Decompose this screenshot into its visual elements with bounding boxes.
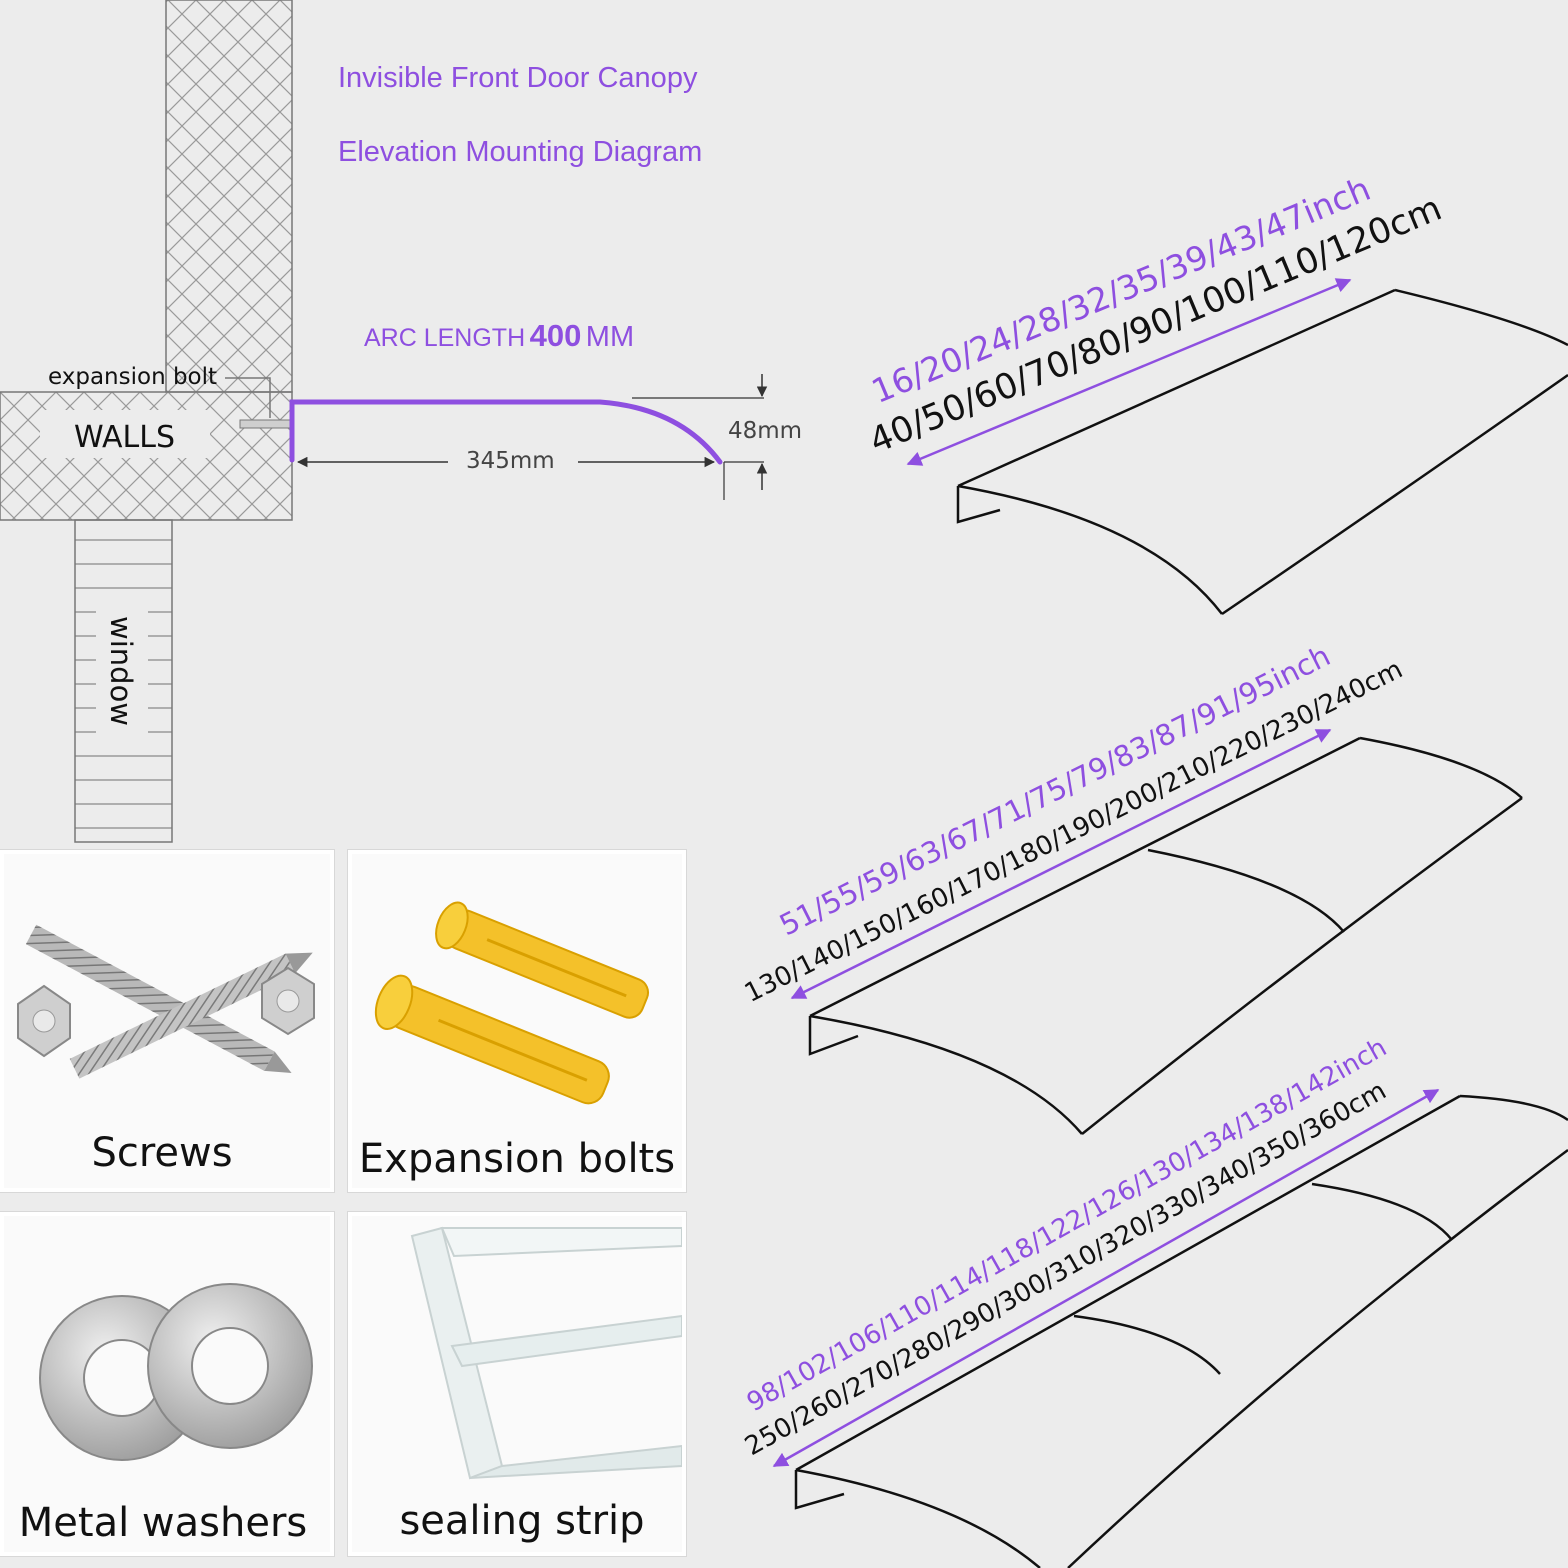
- expansion-bolts-label: Expansion bolts: [358, 1136, 676, 1182]
- title-line-2: Elevation Mounting Diagram: [338, 136, 703, 168]
- screws-panel: Screws: [0, 850, 334, 1192]
- bolt-icon: [239, 419, 293, 429]
- canopy-profile: [289, 399, 723, 465]
- sealing-strip-panel: sealing strip: [348, 1212, 686, 1556]
- expansion-bolt-icon: [374, 901, 650, 1105]
- sealing-strip-icon: [410, 1226, 682, 1480]
- screws-icon: [17, 924, 315, 1079]
- walls-label: WALLS: [74, 420, 176, 455]
- washer-icon: [39, 1283, 313, 1461]
- washers-panel: Metal washers: [0, 1212, 334, 1556]
- bolt-leader: [225, 377, 271, 418]
- expansion-bolt-label: expansion bolt: [48, 364, 218, 390]
- canopy-1-arrow: [906, 278, 1352, 466]
- screws-label: Screws: [91, 1130, 233, 1176]
- arc-length-label: ARC LENGTH 400 MM: [364, 318, 635, 353]
- canopy-2-arrow: [790, 728, 1332, 1000]
- expansion-bolts-panel: Expansion bolts: [348, 850, 686, 1192]
- window-label: window: [104, 616, 138, 727]
- title-line-1: Invisible Front Door Canopy: [338, 62, 698, 94]
- wall-column: [165, 0, 293, 393]
- canopy-3-arrow: [772, 1088, 1440, 1468]
- sealing-strip-label: sealing strip: [399, 1498, 645, 1544]
- dim-345-label: 345mm: [466, 448, 555, 474]
- washers-label: Metal washers: [18, 1500, 308, 1546]
- dim-48-label: 48mm: [728, 418, 803, 444]
